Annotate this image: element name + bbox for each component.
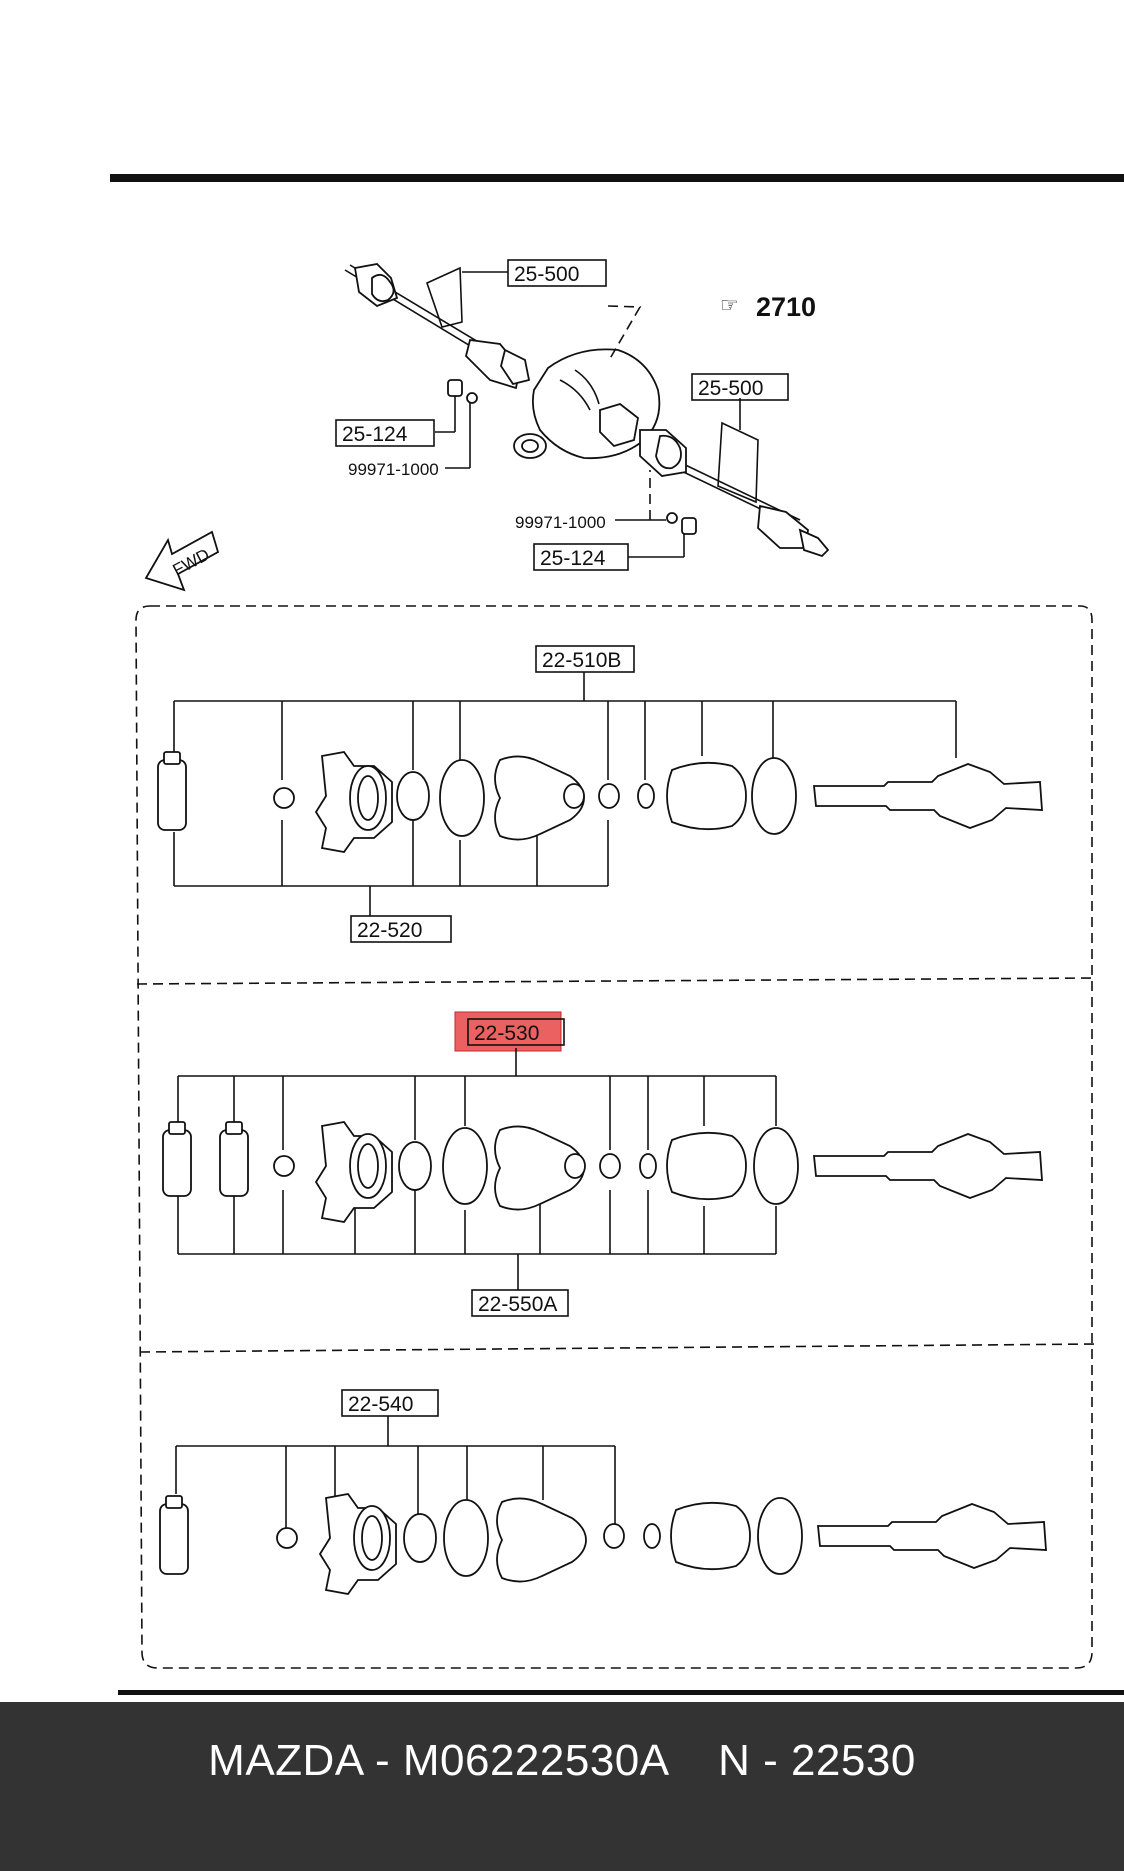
label-22-550A: 22-550A [478,1293,557,1316]
pin-right-icon [666,512,678,524]
axle-shaft-icon [813,763,1043,829]
kit-22-530: 22-530 22-550A [162,1011,1043,1317]
pin-left-icon [466,392,478,404]
clamp-icon [439,759,485,837]
band-icon [396,771,430,821]
band-icon [398,1141,432,1191]
label-99971-1000-left: 99971-1000 [348,460,439,479]
clamp-icon [443,1499,489,1577]
kit-outer-border [135,605,1093,1669]
pointer-icon: ☞ [720,294,739,317]
fwd-arrow-icon: FWD [144,530,220,592]
kit-divider-2 [139,1343,1097,1353]
label-25-124-right: 25-124 [540,547,606,570]
nut-right-icon [681,517,697,535]
nut-left-icon [447,379,463,397]
outer-boot-icon [666,1131,747,1201]
label-22-510B: 22-510B [542,649,621,672]
axle-shaft-icon [817,1503,1047,1569]
boot-icon [494,755,585,841]
label-22-540: 22-540 [348,1393,413,1416]
circlip-icon [276,1527,298,1549]
label-25-500-right: 25-500 [698,377,763,400]
left-driveshaft [344,263,531,390]
footer-caption: MAZDA - M06222530A N - 22530 [208,1736,916,1785]
circlip-icon [273,787,295,809]
parts-diagram: 25-500 25-500 ☞ 2710 25-124 99971-1000 9… [110,174,1124,1695]
top-rule [110,174,1124,182]
outer-clamp-icon [753,1127,799,1205]
label-25-500-left: 25-500 [514,263,579,286]
outer-boot-icon [670,1501,751,1571]
differential-housing [513,348,661,460]
rear-axle-assembly: 25-500 25-500 ☞ 2710 25-124 99971-1000 9… [335,259,830,571]
boot-icon [494,1125,585,1211]
outer-boot-icon [666,761,747,831]
grease-bottle-2-icon [219,1129,249,1197]
label-99971-1000-right: 99971-1000 [515,513,606,532]
band-icon [403,1513,437,1563]
circlip-icon [273,1155,295,1177]
small-clamp-icon [598,783,620,809]
grease-bottle-1-icon [162,1129,192,1197]
bottom-rule [118,1690,1124,1695]
label-22-530: 22-530 [474,1022,539,1045]
small-clamp-icon [599,1153,621,1179]
grease-bottle-icon [157,759,187,831]
label-25-124-left: 25-124 [342,423,408,446]
boot-icon [496,1497,587,1583]
kit-22-510B: 22-510B 22-520 [157,645,1043,943]
axle-shaft-icon [813,1133,1043,1199]
label-2710: 2710 [756,292,816,322]
clamp-icon [442,1127,488,1205]
kit-22-540: 22-540 [159,1389,1047,1595]
small-clamp-icon [603,1523,625,1549]
right-driveshaft [639,429,830,558]
outer-clamp-icon [757,1497,803,1575]
grease-bottle-icon [159,1503,189,1575]
footer-bar: MAZDA - M06222530A N - 22530 [0,1702,1124,1871]
outer-clamp-icon [751,757,797,835]
kit-divider-1 [136,977,1095,985]
label-22-520: 22-520 [357,919,422,942]
